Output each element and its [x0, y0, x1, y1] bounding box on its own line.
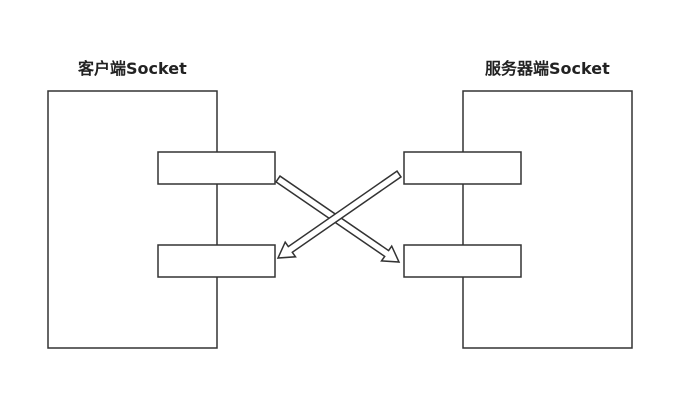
client-socket-box: [47, 90, 218, 349]
server-socket-label: 服务器端Socket: [485, 59, 610, 78]
server-bottom-port: [403, 244, 522, 278]
server-top-port: [403, 151, 522, 185]
arrow-server-to-client: [276, 170, 403, 259]
server-socket-box: [462, 90, 633, 349]
client-socket-label: 客户端Socket: [78, 59, 187, 78]
client-bottom-port: [157, 244, 276, 278]
client-top-port: [157, 151, 276, 185]
connection-arrows: [274, 170, 403, 263]
